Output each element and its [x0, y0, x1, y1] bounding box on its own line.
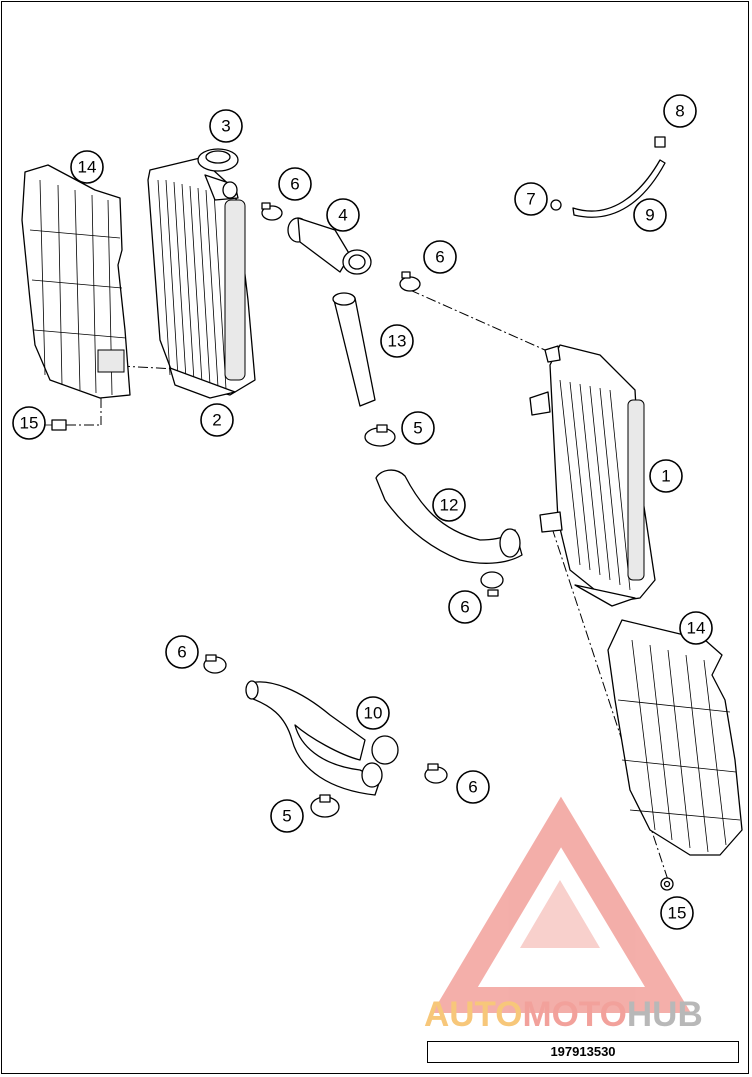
- coolant-hose-straight: [332, 292, 376, 407]
- svg-text:5: 5: [282, 807, 291, 826]
- svg-text:9: 9: [645, 206, 654, 225]
- svg-text:15: 15: [20, 414, 39, 433]
- watermark-hub: HUB: [626, 995, 703, 1034]
- callout-1: 1: [649, 459, 683, 493]
- hose-clamp-5: [424, 763, 448, 784]
- hose-clamp-1: [261, 202, 283, 221]
- coolant-hose-curved: [375, 469, 523, 564]
- hose-clamp-large-1: [364, 424, 396, 447]
- svg-text:1: 1: [661, 467, 670, 486]
- callout-15-right: 15: [660, 896, 694, 930]
- callout-15-left: 15: [12, 406, 46, 440]
- callout-2: 2: [200, 403, 234, 437]
- callout-6-e: 6: [456, 770, 490, 804]
- hose-clamp-3: [480, 571, 504, 597]
- svg-text:10: 10: [364, 704, 383, 723]
- callout-10: 10: [356, 696, 390, 730]
- svg-text:14: 14: [78, 158, 97, 177]
- screw-right: [660, 877, 674, 891]
- document-number: 197913530: [427, 1041, 739, 1063]
- callout-14-right: 14: [679, 611, 713, 645]
- callout-12: 12: [432, 488, 466, 522]
- radiator-left: [147, 157, 256, 399]
- callout-6-d: 6: [165, 635, 199, 669]
- svg-text:6: 6: [460, 598, 469, 617]
- hose-clamp-2: [399, 271, 421, 292]
- watermark-auto: AUTO: [424, 995, 523, 1034]
- radiator-right: [529, 344, 656, 607]
- callout-3: 3: [209, 109, 243, 143]
- svg-text:13: 13: [388, 332, 407, 351]
- callout-8: 8: [663, 94, 697, 128]
- radiator-guard-left: [21, 164, 131, 399]
- callout-5-lower: 5: [270, 799, 304, 833]
- svg-text:5: 5: [413, 419, 422, 438]
- breather-hose: [550, 136, 666, 218]
- svg-text:8: 8: [675, 102, 684, 121]
- watermark-text: AUTOMOTOHUB: [424, 995, 744, 1035]
- callout-7: 7: [514, 182, 548, 216]
- callout-14-left: 14: [70, 150, 104, 184]
- svg-text:7: 7: [526, 190, 535, 209]
- callout-5-upper: 5: [401, 411, 435, 445]
- thermostat: [287, 217, 372, 275]
- radiator-guard-right: [607, 619, 743, 856]
- watermark-logo: [432, 796, 691, 1013]
- svg-text:2: 2: [212, 411, 221, 430]
- svg-text:14: 14: [687, 619, 706, 638]
- callout-6-a: 6: [278, 167, 312, 201]
- coolant-hose-y: [245, 680, 399, 796]
- screw-left: [44, 419, 67, 431]
- svg-text:3: 3: [221, 117, 230, 136]
- svg-text:6: 6: [468, 778, 477, 797]
- svg-text:12: 12: [440, 496, 459, 515]
- callout-9: 9: [633, 198, 667, 232]
- callout-4: 4: [326, 198, 360, 232]
- svg-text:15: 15: [668, 904, 687, 923]
- callout-6-c: 6: [448, 590, 482, 624]
- svg-text:6: 6: [290, 175, 299, 194]
- svg-text:4: 4: [338, 206, 347, 225]
- radiator-cap: [197, 148, 239, 201]
- hose-clamp-large-2: [310, 794, 340, 818]
- callout-6-b: 6: [423, 240, 457, 274]
- svg-text:6: 6: [177, 643, 186, 662]
- hose-clamp-4: [203, 654, 227, 674]
- svg-text:6: 6: [435, 248, 444, 267]
- watermark-moto: MOTO: [522, 995, 627, 1034]
- callout-13: 13: [380, 324, 414, 358]
